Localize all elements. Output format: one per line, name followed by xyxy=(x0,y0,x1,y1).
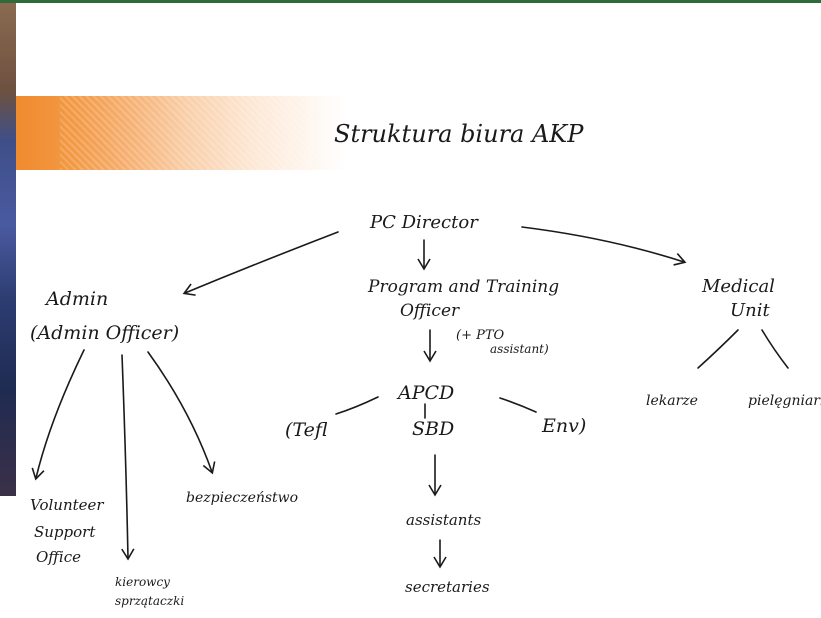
node-volunteer: Volunteer xyxy=(30,496,104,514)
node-kierowcy: kierowcy xyxy=(115,575,170,589)
orange-header-band xyxy=(16,96,346,170)
node-sprzataczki: sprzątaczki xyxy=(115,594,184,608)
line-medical-to-pielegniarki xyxy=(761,329,789,369)
line-apcd-to-tefl xyxy=(335,396,379,415)
diagram-title: Struktura biura AKP xyxy=(334,120,584,148)
node-admin-officer: (Admin Officer) xyxy=(30,322,179,344)
node-program-training: Program and Training xyxy=(367,277,559,297)
node-medical: Medical xyxy=(701,276,775,297)
node-apcd: APCD xyxy=(396,382,454,404)
arrow-admin-to-bezpieczenstwo xyxy=(147,351,216,475)
node-officer: Officer xyxy=(400,301,460,321)
node-assistants: assistants xyxy=(406,511,481,529)
line-medical-to-lekarze xyxy=(697,329,739,369)
node-secretaries: secretaries xyxy=(405,578,490,596)
node-pto-assistant-1: (+ PTO xyxy=(456,328,505,343)
node-support: Support xyxy=(34,523,96,541)
line-apcd-to-env xyxy=(499,397,537,413)
node-env: Env) xyxy=(541,415,586,437)
node-unit: Unit xyxy=(730,300,771,321)
orange-band-texture xyxy=(60,96,340,170)
node-office: Office xyxy=(36,548,81,566)
node-pto-assistant-2: assistant) xyxy=(490,342,549,356)
arrow-director-to-admin xyxy=(182,231,339,296)
arrow-admin-to-volunteer xyxy=(31,349,85,481)
top-border-line xyxy=(0,0,821,3)
node-admin: Admin xyxy=(44,288,108,310)
node-tefl: (Tefl xyxy=(285,419,328,441)
side-photo-strip xyxy=(0,3,16,496)
node-bezpieczenstwo: bezpieczeństwo xyxy=(186,490,298,506)
arrow-director-to-medical xyxy=(521,226,687,266)
node-pielegniarki: pielęgniarki xyxy=(748,393,821,409)
node-pc-director: PC Director xyxy=(369,212,479,233)
node-lekarze: lekarze xyxy=(646,393,698,409)
node-sbd: SBD xyxy=(412,418,454,440)
arrow-admin-to-kierowcy xyxy=(121,354,135,561)
